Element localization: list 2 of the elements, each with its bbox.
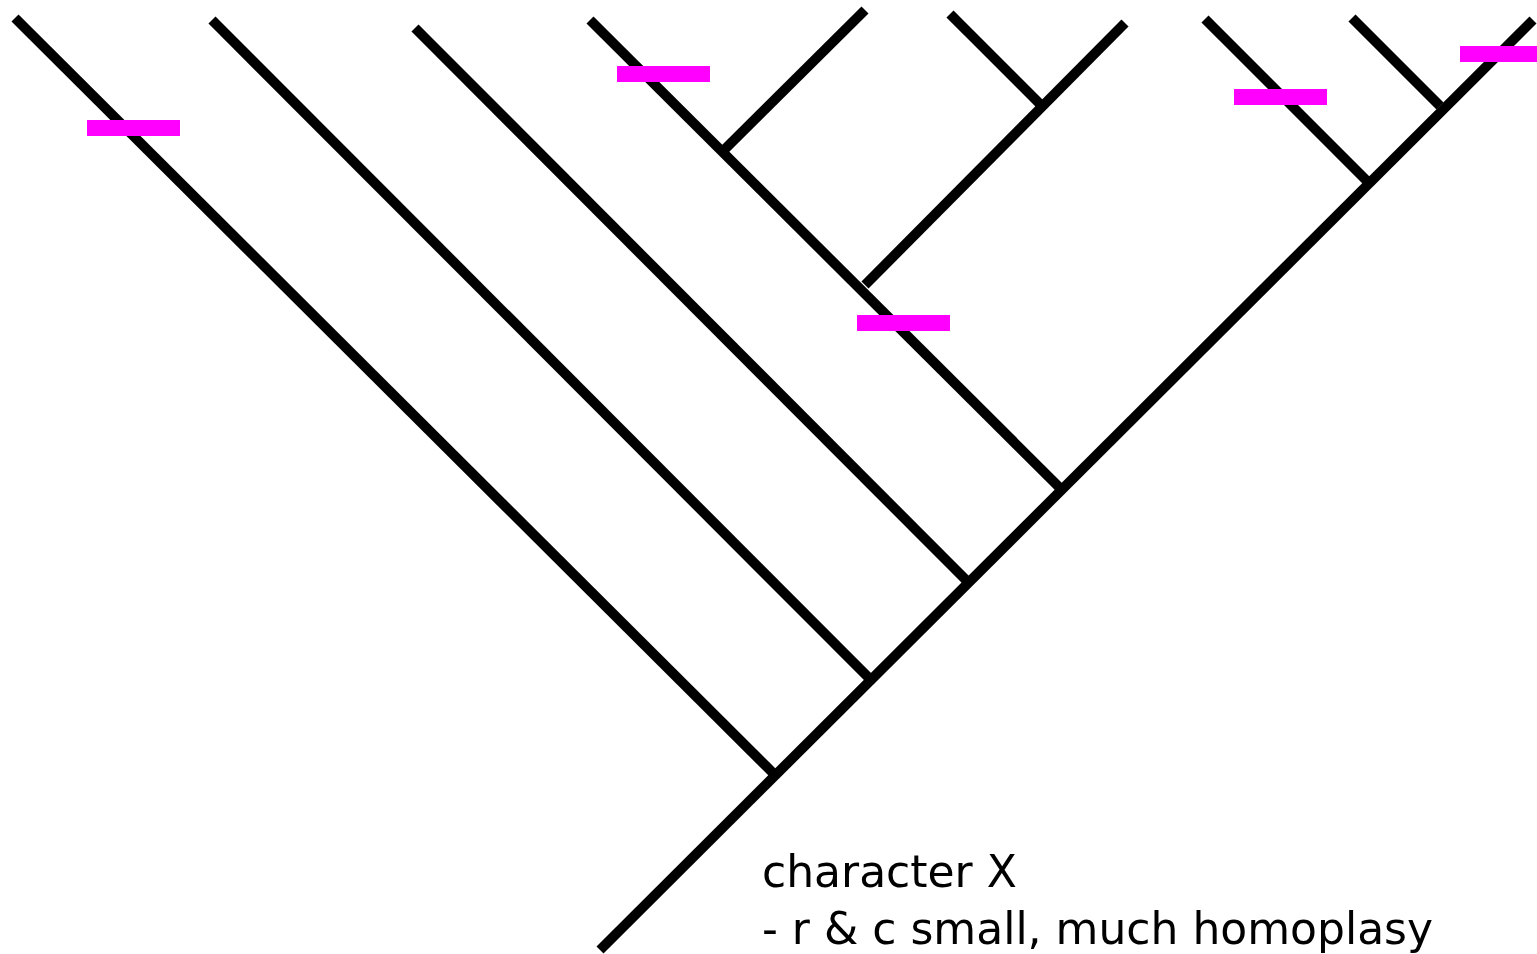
- annotation-text: - r & c small, much homoplasy: [762, 903, 1434, 954]
- annotation-text: character X: [762, 846, 1017, 898]
